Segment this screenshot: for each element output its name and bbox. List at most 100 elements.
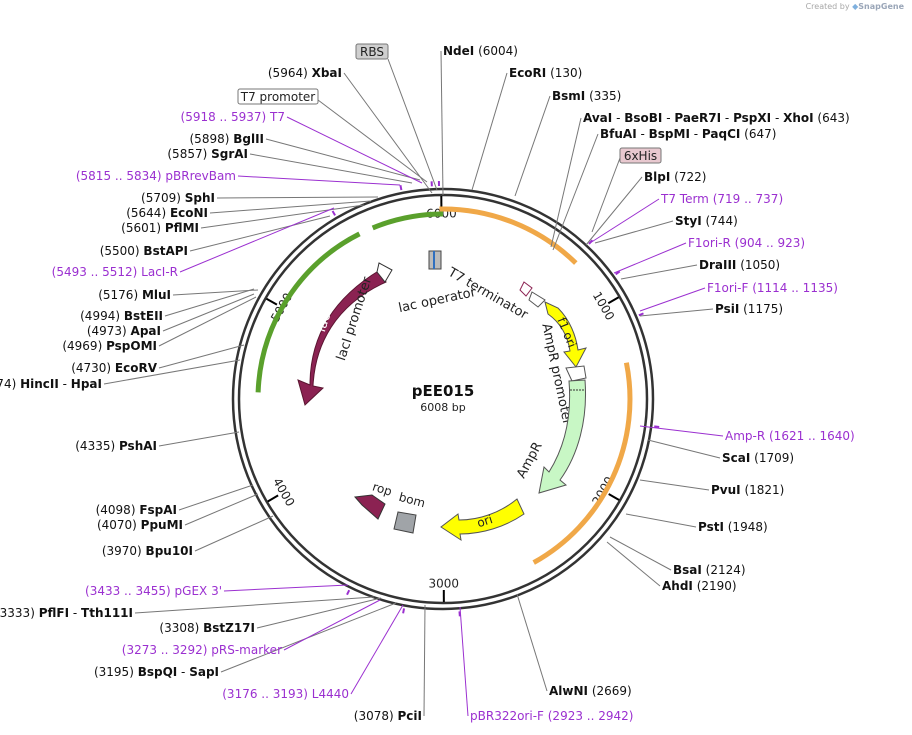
credit: Created by ◆SnapGene: [806, 2, 904, 11]
label-part: (722): [670, 170, 706, 184]
label-part: (5500): [100, 244, 144, 258]
leader-line: [249, 153, 413, 184]
enzyme-label: AlwNI (2669): [549, 684, 632, 698]
ruler-label: 3000: [428, 576, 459, 590]
enzyme-label: (4098) FspAI: [96, 503, 177, 517]
primer-label: (5493 .. 5512) LacI-R: [52, 265, 178, 279]
primer-tick: [331, 210, 336, 216]
leader-line: [609, 536, 672, 571]
primer-label: pBR322ori-F (2923 .. 2942): [470, 709, 633, 723]
leader-line: [158, 296, 257, 347]
label-part: SgrAI: [211, 147, 248, 161]
enzyme-label: (3333) PflFI - Tth111I: [0, 606, 133, 620]
enzyme-label: ScaI (1709): [722, 451, 794, 465]
enzyme-label: (5709) SphI: [141, 191, 215, 205]
label-part: (3308): [159, 621, 203, 635]
leader-line: [639, 287, 706, 312]
label-part: (5709): [141, 191, 185, 205]
leader-line: [343, 72, 433, 194]
enzyme-label: (3078) PciI: [354, 709, 422, 723]
label-part: PpuMI: [141, 518, 183, 532]
label-part: (5815 .. 5834): [76, 169, 166, 183]
label-part: L4440: [312, 687, 349, 701]
primer-tick: [588, 239, 594, 245]
label-part: (3333): [0, 606, 39, 620]
label-part: (335): [585, 89, 621, 103]
leader-line: [158, 431, 240, 447]
label-part: (4674): [0, 377, 20, 391]
leader-line: [200, 204, 365, 229]
label-part: PsiI: [715, 302, 739, 316]
label-part: AlwNI: [549, 684, 588, 698]
label-part: Amp-R: [725, 429, 765, 443]
label-part: (4994): [80, 309, 124, 323]
primer-tick: [402, 608, 405, 614]
label-part: EcoNI: [170, 206, 208, 220]
leader-line: [216, 196, 379, 199]
label-part: (5176): [98, 288, 142, 302]
label-part: (4098): [96, 503, 140, 517]
bom-box: [393, 511, 417, 534]
label-part: BspQI: [138, 665, 178, 679]
label-part: BsoBI: [624, 111, 662, 125]
label-part: (4973): [87, 324, 131, 338]
enzyme-label: (4070) PpuMI: [97, 518, 183, 532]
primer-label: F1ori-F (1114 .. 1135): [707, 281, 838, 295]
leader-line: [585, 176, 643, 246]
label-part: PaqCI: [702, 127, 740, 141]
leader-line: [471, 72, 508, 191]
leader-line: [591, 157, 621, 233]
his-tag-label-box: [619, 147, 662, 164]
enzyme-label: NdeI (6004): [443, 44, 518, 58]
label-part: SphI: [185, 191, 215, 205]
label-part: NdeI: [443, 44, 474, 58]
label-part: F1ori-F: [707, 281, 748, 295]
lac-operator-stripe: [433, 251, 435, 269]
leader-line: [350, 604, 404, 695]
leader-line: [613, 242, 687, 274]
label-part: BstEII: [124, 309, 163, 323]
ori-label: ori: [475, 512, 494, 530]
label-part: T7: [269, 110, 285, 124]
enzyme-label: (4674) HincII - HpaI: [0, 377, 102, 391]
t7-promoter-label-text: T7 promoter: [240, 90, 316, 104]
label-part: (744): [702, 214, 738, 228]
leader-line: [237, 175, 401, 186]
label-part: PvuI: [711, 483, 741, 497]
leader-line: [172, 289, 259, 296]
leader-line: [639, 308, 714, 317]
label-part: BspMI: [649, 127, 690, 141]
label-part: (3273 .. 3292): [122, 643, 212, 657]
label-part: (643): [814, 111, 850, 125]
label-part: -: [69, 606, 81, 620]
enzyme-label: (5601) PflMI: [121, 221, 199, 235]
enzyme-label: EcoRI (130): [509, 66, 582, 80]
label-part: (5857): [167, 147, 211, 161]
label-part: (6004): [474, 44, 518, 58]
enzyme-label: (5500) BstAPI: [100, 244, 188, 258]
leader-line: [589, 198, 660, 244]
his-tag-label-text: 6xHis: [624, 149, 657, 163]
leader-line: [606, 541, 661, 587]
label-part: BstZ17I: [203, 621, 255, 635]
plasmid-name: pEE015: [412, 382, 475, 400]
enzyme-label: (4969) PspOMI: [62, 339, 157, 353]
label-part: FspAI: [139, 503, 177, 517]
ruler-label: 1000: [590, 289, 617, 322]
leader-line: [189, 215, 331, 252]
label-part: DraIII: [699, 258, 736, 272]
label-part: pBRrevBam: [165, 169, 236, 183]
enzyme-label: StyI (744): [675, 214, 738, 228]
credit-prefix: Created by: [805, 2, 850, 11]
label-part: F1ori-R: [688, 236, 731, 250]
enzyme-label: AvaI - BsoBI - PaeR7I - PspXI - XhoI (64…: [583, 111, 850, 125]
leader-line: [134, 596, 375, 614]
label-part: T7 Term: [660, 192, 709, 206]
primer-tick: [399, 185, 403, 191]
label-part: PflMI: [165, 221, 199, 235]
label-part: PshAI: [119, 439, 157, 453]
enzyme-label: PsiI (1175): [715, 302, 783, 316]
orange-arc-right: [532, 362, 633, 565]
label-part: BlpI: [644, 170, 670, 184]
